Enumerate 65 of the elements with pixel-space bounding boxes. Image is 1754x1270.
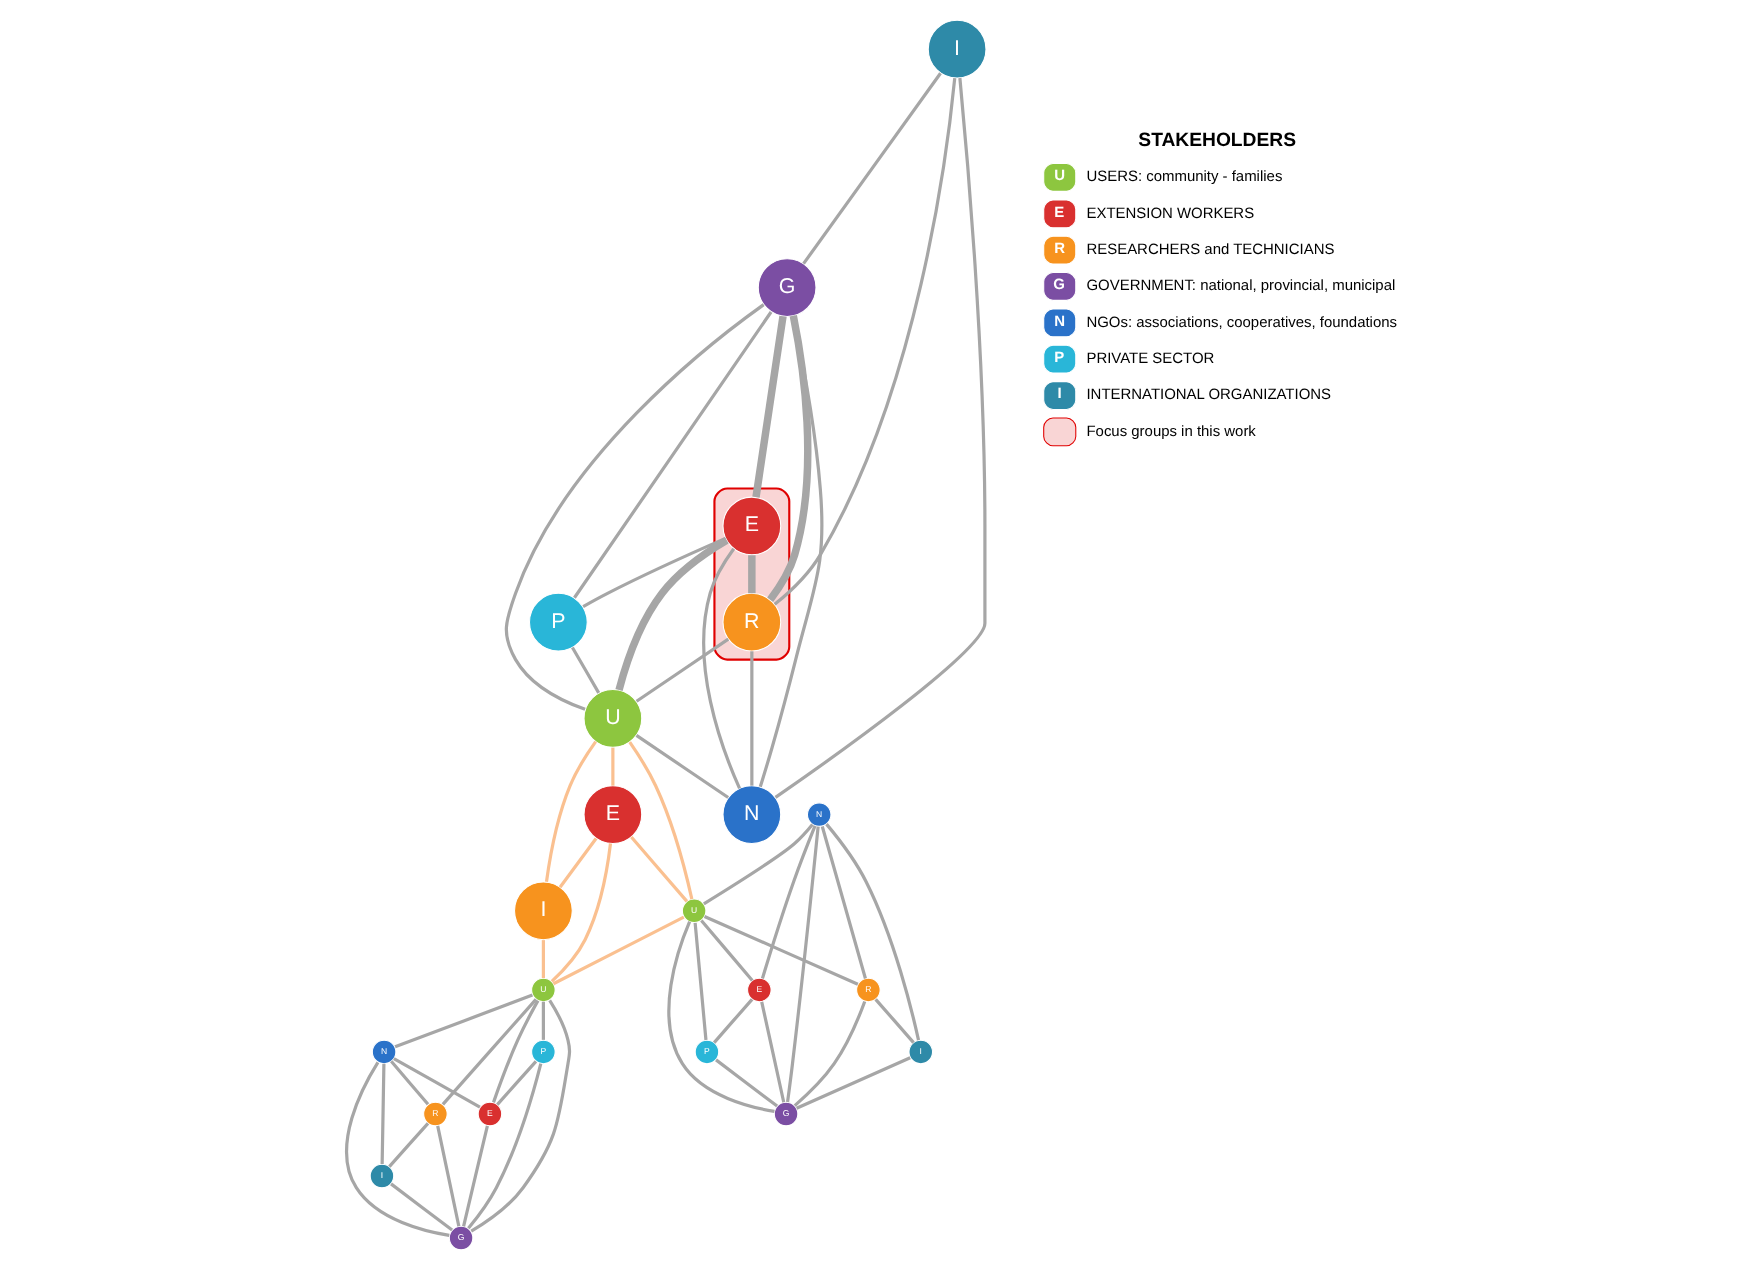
connector bbox=[582, 536, 727, 608]
connector bbox=[504, 303, 765, 711]
node-circle: P bbox=[528, 592, 588, 652]
label: STAKEHOLDERS bbox=[1138, 129, 1297, 152]
connector bbox=[760, 1001, 786, 1103]
node-circle: I bbox=[514, 881, 573, 941]
connector bbox=[394, 993, 533, 1049]
node-circle: G bbox=[757, 258, 817, 317]
connector bbox=[390, 1182, 454, 1232]
connector bbox=[703, 915, 859, 986]
cluster bbox=[713, 487, 791, 661]
connector bbox=[667, 921, 775, 1113]
connector bbox=[467, 1063, 543, 1230]
connector bbox=[825, 823, 921, 1041]
connector bbox=[760, 825, 817, 979]
connector bbox=[541, 1001, 545, 1040]
connector bbox=[550, 843, 613, 983]
connector bbox=[492, 999, 540, 1103]
connector bbox=[750, 651, 754, 786]
connector bbox=[611, 747, 615, 786]
connector bbox=[380, 1063, 386, 1164]
connector bbox=[436, 1125, 461, 1227]
connector bbox=[758, 315, 824, 788]
connector bbox=[345, 1061, 450, 1237]
node-circle: R bbox=[722, 592, 782, 652]
connector bbox=[630, 835, 689, 903]
node-circle: I bbox=[927, 19, 987, 79]
connector bbox=[773, 78, 957, 606]
connector bbox=[702, 547, 742, 790]
connector bbox=[802, 72, 942, 265]
node-circle: N bbox=[722, 785, 782, 844]
node-circle: E bbox=[722, 496, 782, 556]
connector bbox=[752, 315, 787, 498]
connector bbox=[628, 741, 694, 900]
connector bbox=[785, 826, 820, 1103]
connector bbox=[712, 998, 754, 1044]
node-circle: E bbox=[583, 785, 643, 844]
connector bbox=[715, 1058, 779, 1108]
connector bbox=[767, 315, 812, 602]
connector bbox=[795, 1056, 911, 1110]
connector bbox=[700, 919, 754, 982]
connector bbox=[693, 922, 708, 1041]
connector bbox=[558, 837, 598, 889]
connector bbox=[793, 1000, 867, 1107]
connector bbox=[573, 311, 773, 599]
connector bbox=[552, 915, 685, 986]
connector bbox=[615, 537, 729, 691]
connector bbox=[388, 1122, 430, 1168]
node-circle: U bbox=[583, 689, 643, 748]
connector bbox=[390, 1060, 430, 1106]
connector bbox=[571, 646, 601, 694]
connector bbox=[541, 940, 545, 979]
connector bbox=[774, 77, 987, 799]
connector bbox=[470, 999, 572, 1233]
connector bbox=[441, 998, 538, 1106]
connector bbox=[820, 826, 867, 979]
connector bbox=[393, 1057, 481, 1109]
connector bbox=[874, 998, 915, 1044]
connector bbox=[496, 1060, 538, 1106]
connector bbox=[748, 555, 756, 594]
connector bbox=[635, 734, 730, 799]
connector bbox=[462, 1125, 489, 1227]
connector bbox=[544, 740, 597, 883]
connector bbox=[703, 823, 814, 906]
connector bbox=[635, 637, 730, 703]
